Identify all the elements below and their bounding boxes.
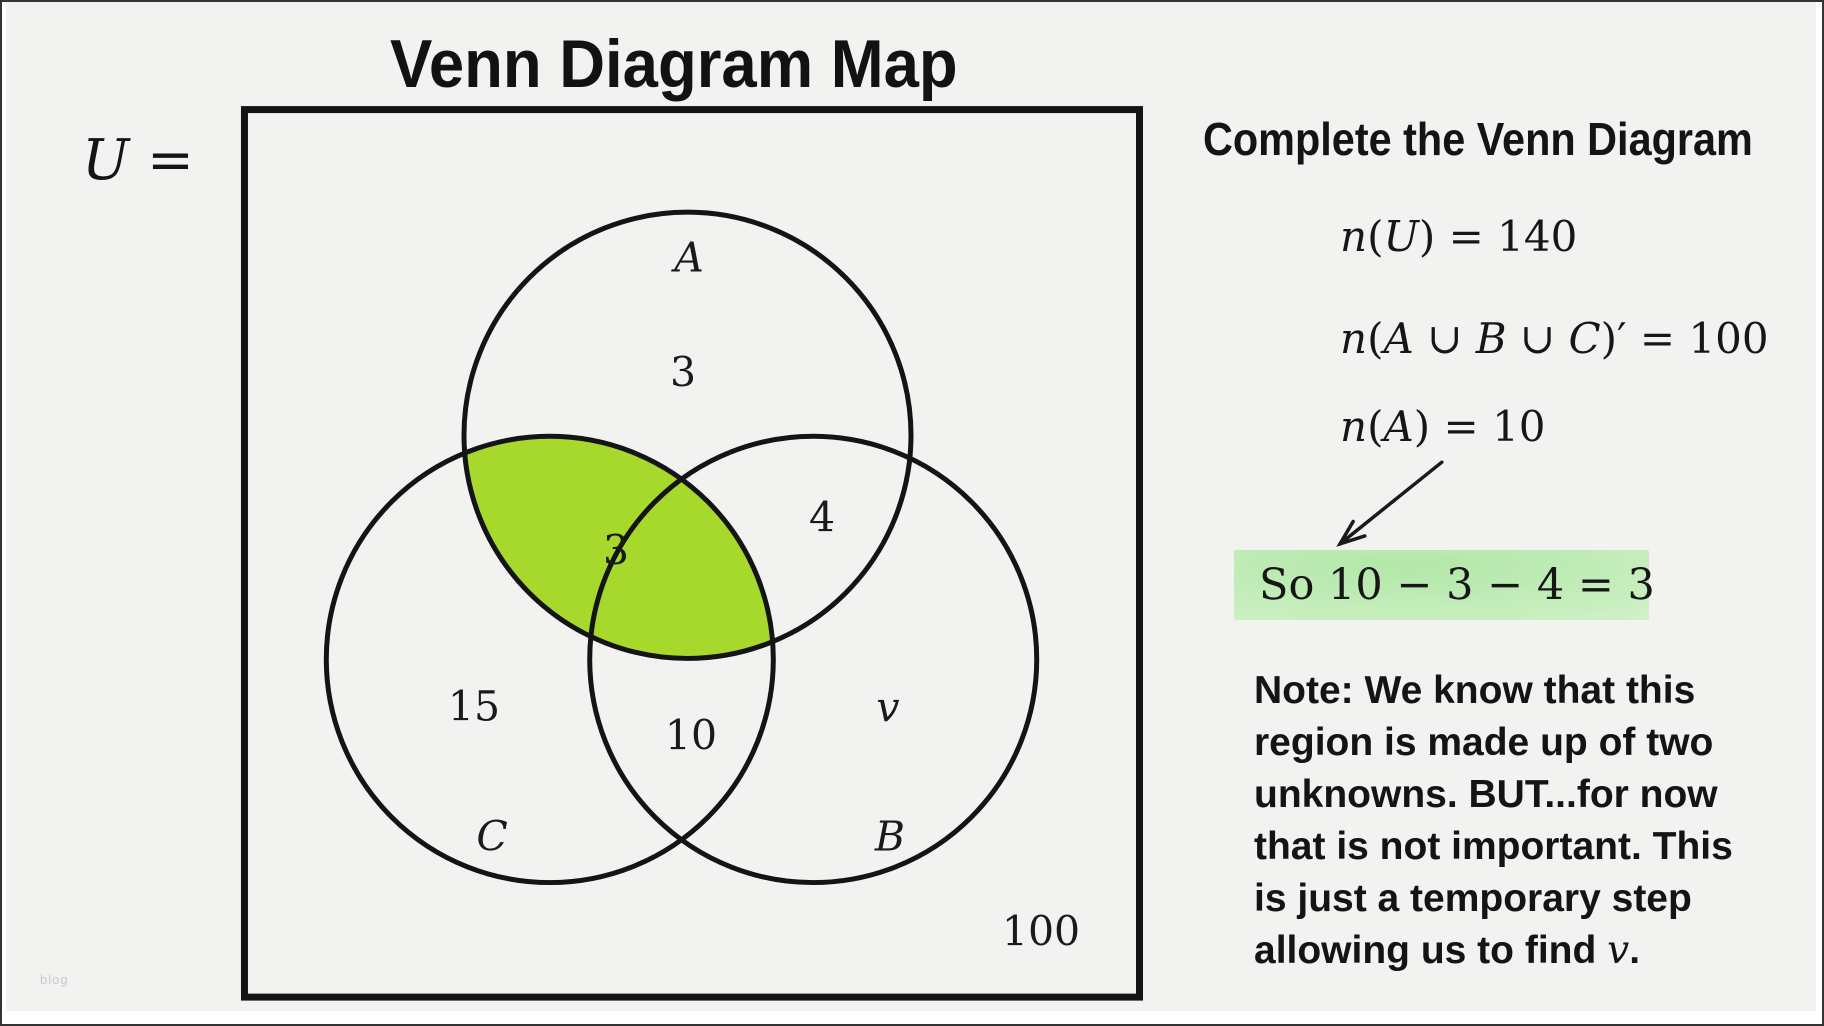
pointer-arrow-icon	[1336, 460, 1444, 547]
note-line: unknowns. BUT...for now	[1254, 773, 1718, 816]
region-outside-value: 100	[1001, 907, 1081, 956]
region-c-only-value: 15	[447, 682, 501, 731]
note-line: that is not important. This	[1254, 825, 1733, 868]
equation-n-union-complement: n(A ∪ B ∪ C)′ = 100	[1340, 314, 1769, 363]
equation-n-a: n(A) = 10	[1340, 402, 1546, 451]
note-line: allowing us to find v.	[1254, 928, 1641, 973]
circle-a	[461, 209, 914, 661]
conclusion-text: So 10 − 3 − 4 = 3	[1259, 560, 1655, 610]
region-b-only-value: v	[876, 683, 900, 732]
universe-label: U =	[82, 128, 194, 193]
note-line: is just a temporary step	[1254, 877, 1692, 920]
circle-b	[587, 433, 1040, 886]
universe-box	[240, 106, 1143, 1001]
set-b-label: B	[874, 812, 906, 861]
circle-c	[323, 433, 776, 886]
set-a-label: A	[674, 233, 704, 282]
note-line: region is made up of two	[1254, 721, 1714, 764]
panel-heading: Complete the Venn Diagram	[1203, 113, 1753, 165]
worksheet-background	[6, 2, 1816, 1011]
note-block: Note: We know that this region is made u…	[1254, 665, 1733, 977]
equation-n-universe: n(U) = 140	[1340, 212, 1578, 261]
region-b-and-c-value: 10	[664, 711, 718, 760]
note-line: Note: We know that this	[1254, 669, 1696, 712]
region-a-and-c-highlight	[463, 436, 774, 659]
set-c-label: C	[476, 812, 508, 861]
page-title: Venn Diagram Map	[390, 26, 958, 102]
conclusion-highlight: So 10 − 3 − 4 = 3	[1234, 550, 1655, 620]
region-a-and-b-value: 4	[808, 493, 836, 542]
region-a-only-value: 3	[669, 348, 697, 397]
region-a-and-c-value: 3	[602, 526, 630, 575]
watermark: blog	[40, 972, 69, 987]
